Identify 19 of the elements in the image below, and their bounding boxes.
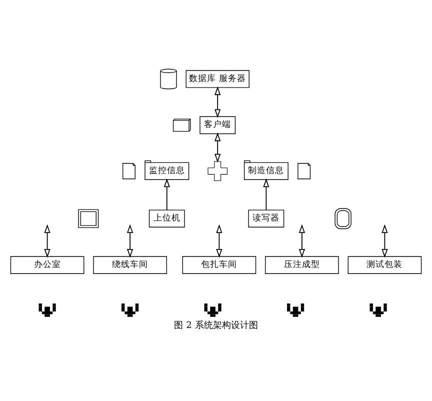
arrow — [164, 178, 170, 210]
node-box: 客户端 — [200, 116, 236, 134]
arrow — [214, 132, 221, 162]
arrow — [382, 224, 388, 258]
arrow — [263, 178, 270, 210]
arrow — [44, 224, 50, 258]
node-box: 上位机 — [148, 209, 185, 227]
arrow — [214, 86, 221, 118]
caption: 图 2 系统架构设计图 — [174, 320, 258, 330]
arrow — [126, 224, 134, 258]
node-box: 包扎车间 — [182, 256, 256, 274]
node-box: 测试包装 — [348, 256, 422, 274]
node-box: 数据库 服务器 — [186, 70, 250, 88]
arrow — [298, 224, 306, 258]
node-box: 压注成型 — [265, 256, 339, 274]
node-box: 办公室 — [10, 256, 84, 274]
arrow — [216, 224, 222, 258]
node-box: 绕线车间 — [93, 256, 167, 274]
node-box: 读写器 — [248, 209, 284, 227]
